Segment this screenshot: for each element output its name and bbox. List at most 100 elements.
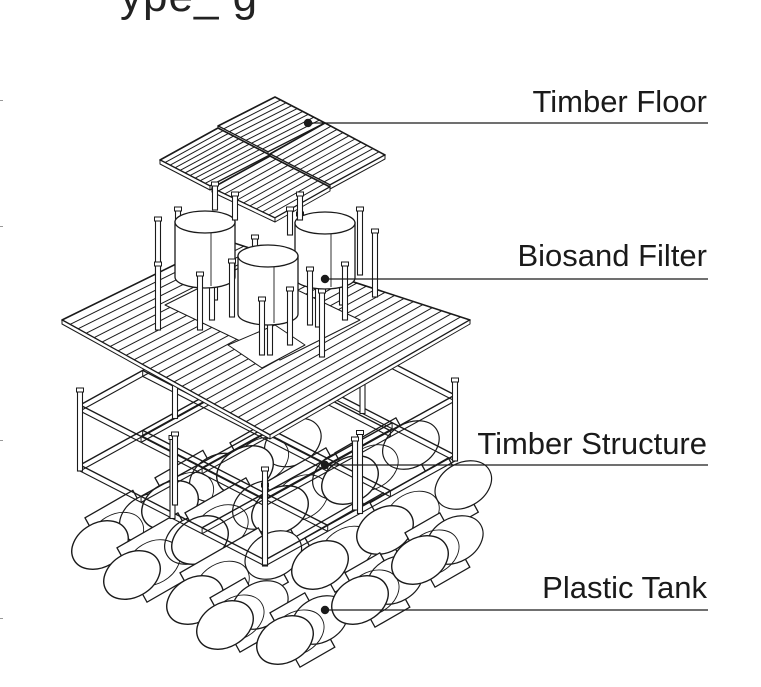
drum-front-cap <box>103 550 161 600</box>
post-cap <box>171 431 179 437</box>
line <box>275 125 332 158</box>
label-plastic-tank: Plastic Tank <box>542 570 707 605</box>
filter-top <box>237 244 299 268</box>
line <box>218 158 277 192</box>
line <box>249 174 307 207</box>
line <box>228 102 287 133</box>
timber-post <box>286 289 294 346</box>
timber-post <box>154 264 162 331</box>
post-cap <box>211 181 219 187</box>
line <box>174 135 234 169</box>
line <box>293 135 350 167</box>
label-timber-structure: Timber Structure <box>477 426 707 461</box>
label-biosand-filter: Biosand Filter <box>517 238 707 273</box>
timber-post <box>356 209 364 276</box>
filter-top <box>174 210 236 234</box>
post-cap <box>154 261 162 267</box>
margin-tick <box>0 100 3 101</box>
timber-post <box>261 469 269 566</box>
post-cap <box>286 206 294 212</box>
post-cap <box>371 228 379 234</box>
line <box>323 151 380 183</box>
line <box>281 128 338 161</box>
drum-front-cap <box>256 615 314 665</box>
line <box>164 130 224 164</box>
line <box>268 183 325 216</box>
post-cap <box>261 466 269 472</box>
post-cap <box>451 377 459 383</box>
line <box>245 310 442 423</box>
line <box>261 316 461 432</box>
line <box>305 141 362 174</box>
timber-post <box>451 380 459 462</box>
post-cap <box>341 261 349 267</box>
filter-body <box>237 255 299 326</box>
timber-post <box>371 231 379 298</box>
timber-post <box>318 291 326 358</box>
line <box>199 149 260 182</box>
label-timber-floor: Timber Floor <box>532 84 707 119</box>
line <box>239 108 298 139</box>
post-cap <box>286 286 294 292</box>
line <box>189 143 250 177</box>
line <box>234 105 292 136</box>
line <box>255 177 313 210</box>
line <box>317 148 374 180</box>
drum-front-cap <box>356 505 414 555</box>
timber-post <box>211 184 219 211</box>
line <box>221 301 414 409</box>
timber-post <box>351 439 359 511</box>
post-cap <box>296 191 304 197</box>
line <box>287 132 344 164</box>
line <box>311 144 368 177</box>
line <box>251 113 309 144</box>
line <box>194 146 255 179</box>
line <box>169 132 229 166</box>
post-cap <box>154 216 162 222</box>
drum-front-cap <box>196 600 254 650</box>
timber-post <box>356 432 364 515</box>
drum-front-cap <box>291 540 349 590</box>
line <box>299 138 356 170</box>
line <box>262 180 319 213</box>
drum-front-cap <box>391 535 449 585</box>
timber-post <box>258 299 266 356</box>
timber-post <box>341 264 349 321</box>
margin-tick <box>0 618 3 619</box>
line <box>213 298 405 405</box>
timber-post <box>296 194 304 221</box>
line <box>184 141 245 174</box>
post-cap <box>76 387 84 393</box>
post-cap <box>251 234 259 240</box>
timber-post <box>228 261 236 318</box>
deck-edge <box>269 319 471 440</box>
timber-post <box>231 194 239 221</box>
post-cap <box>351 436 359 442</box>
post-cap <box>196 271 204 277</box>
line <box>245 110 304 141</box>
line <box>204 151 266 184</box>
timber-post <box>196 274 204 331</box>
title-fragment: ype_ g <box>120 0 258 22</box>
post-cap <box>356 206 364 212</box>
margin-tick <box>0 226 3 227</box>
line <box>223 99 281 130</box>
leader-timber-structure-dot <box>320 460 330 470</box>
timber-post <box>286 209 294 236</box>
leader-lines <box>303 118 708 615</box>
plastic-tank-layer <box>71 414 493 669</box>
filter-top <box>294 211 356 235</box>
post-cap <box>356 430 364 435</box>
line <box>237 307 433 418</box>
timber-post <box>306 269 314 326</box>
line <box>236 167 295 201</box>
post-cap <box>231 191 239 197</box>
biosand-filter-layer <box>154 206 379 358</box>
drum-front-cap <box>331 575 389 625</box>
post-cap <box>258 296 266 302</box>
line <box>243 171 301 204</box>
line <box>229 304 424 414</box>
line <box>230 164 289 198</box>
